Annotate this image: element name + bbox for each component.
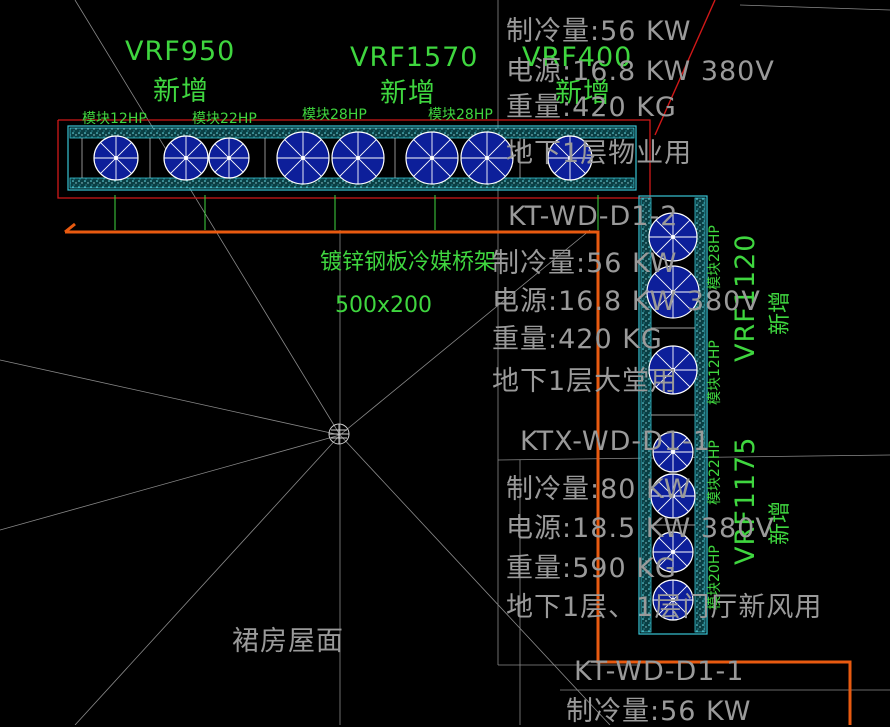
fan-icon [276,131,330,185]
group-status-label: 新增 [768,290,793,335]
leader-marks [114,195,599,230]
fan-icon [650,473,696,519]
fan-icon [208,137,250,179]
note-equipment-code: KT-WD-D1-2 [508,201,679,232]
note-equipment-code: KTX-WD-D1-1 [520,426,712,457]
roof-drain-symbol [328,423,350,445]
group-model-label: VRF400 [522,42,633,73]
module-label: 模块22HP [192,111,257,127]
group-status-label: 新增 [380,78,436,109]
cable-tray-size: 500x200 [335,293,433,318]
leader-line [654,0,716,136]
fan-icon [652,531,694,573]
note-line: 地下1层物业用 [506,138,693,169]
group-status-label: 新增 [153,76,209,107]
note-line: 地下1层、1层门厅新风用 [506,592,823,623]
note-line: 地下1层大堂用 [492,366,679,397]
fan-units [93,131,700,621]
note-line: 重量:420 KG [492,324,663,355]
fan-icon [648,345,698,395]
fan-icon [652,431,694,473]
note-line: 制冷量:56 KW [566,696,752,727]
note-line: 制冷量:56 KW [506,16,692,47]
right-frame [638,195,708,635]
note-line: 制冷量:80 KW [506,474,692,505]
fan-icon [405,131,459,185]
group-model-label: VRF950 [125,36,236,67]
group-model-label: VRF1570 [350,42,479,73]
module-label: 模块12HP [707,340,723,405]
fan-icon [460,131,514,185]
fan-icon [648,212,698,262]
fan-icon [547,135,593,181]
note-line: 重量:420 KG [506,92,677,123]
module-label: 模块28HP [707,225,723,290]
fan-icon [646,265,700,319]
roof-area-label: 裙房屋面 [232,626,344,657]
note-line: 制冷量:56 KW [492,248,678,279]
module-label: 模块12HP [82,111,147,127]
module-label: 模块28HP [302,107,367,123]
module-label: 模块28HP [428,107,493,123]
note-equipment-code: KT-WD-D1-1 [574,656,745,687]
refrigerant-pipe [65,230,852,725]
note-line: 电源:16.8 KW 380V [506,56,775,87]
fan-icon [93,135,139,181]
top-frame [67,125,637,191]
note-line: 电源:16.8 KW 380V [492,286,761,317]
fan-icon [331,131,385,185]
note-line: 电源:18.5 KW 380V [506,513,775,544]
note-line: 重量:590 KG [506,553,677,584]
fan-icon [652,579,694,621]
group-status-label: 新增 [555,78,611,109]
cable-tray-name: 镀锌钢板冷媒桥架 [320,250,497,275]
group-model-label: VRF1175 [730,436,761,565]
fan-icon [163,135,209,181]
